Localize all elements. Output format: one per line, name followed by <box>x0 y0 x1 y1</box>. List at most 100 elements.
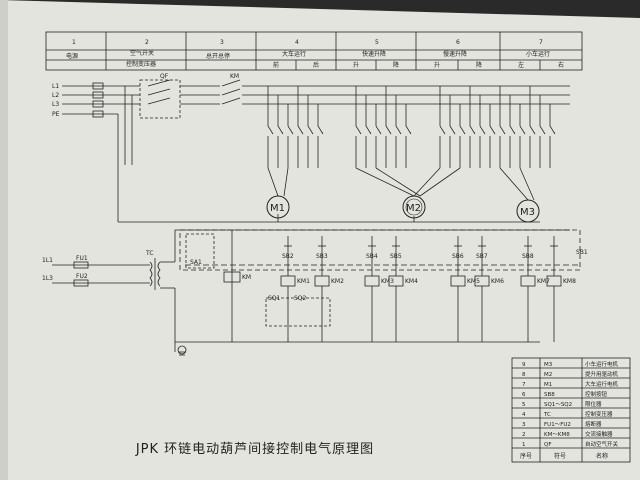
parts-row-code: M3 <box>544 362 553 368</box>
col-name-6: 慢速升降 <box>443 50 467 58</box>
phase-l3: L3 <box>52 101 59 108</box>
coil-km-label: KM <box>242 274 251 281</box>
parts-row-no: 6 <box>522 392 526 398</box>
col-name-1: 电源 <box>66 52 78 60</box>
phase-l2: L2 <box>52 92 59 99</box>
header-table <box>45 31 583 71</box>
motor-feed <box>355 167 415 197</box>
parts-row-no: 9 <box>522 362 526 368</box>
motor-m1-label: M1 <box>270 203 285 214</box>
col-sub-5b: 降 <box>393 61 399 69</box>
col-no-1: 1 <box>72 39 76 46</box>
contactor-contact <box>469 125 476 135</box>
drawing-title: JPK 环链电动葫芦间接控制电气原理图 <box>0 438 640 457</box>
contactor-contact <box>385 125 392 135</box>
contactor-contact <box>277 125 284 135</box>
button-label-sb5: SB5 <box>390 253 402 260</box>
parts-row-code: TC <box>543 412 551 418</box>
motor-m3-label: M3 <box>520 207 535 218</box>
bus-1l1: 1L1 <box>42 257 53 264</box>
contactor-contact <box>539 125 546 135</box>
motor-feed <box>283 167 289 197</box>
motor-m2: M2 <box>402 195 426 219</box>
coil-label-km2: KM2 <box>331 278 344 285</box>
col-no-4: 4 <box>295 39 299 46</box>
parts-header-code: 符号 <box>554 452 566 460</box>
motor-feed <box>499 167 529 201</box>
parts-row-name: 控制按钮 <box>585 390 608 398</box>
parts-row-name: 提升用驱动机 <box>585 370 619 378</box>
contactor-contact <box>459 125 466 135</box>
motor-feed <box>375 167 421 197</box>
parts-row-name: 自动空气开关 <box>585 440 619 448</box>
contactor-contact <box>549 125 556 135</box>
col-sub-7b: 右 <box>558 61 564 69</box>
phase-l1: L1 <box>52 83 59 90</box>
contactor-contact <box>405 125 412 135</box>
contactor-contact <box>439 125 446 135</box>
col-no-3: 3 <box>220 39 224 46</box>
coil-label-km3: KM3 <box>381 278 394 285</box>
coil-label-km5: KM5 <box>467 278 480 285</box>
coil-label-km1: KM1 <box>297 278 310 285</box>
motor-m3: M3 <box>516 199 540 223</box>
motor-m1: M1 <box>266 195 290 219</box>
parts-header-no: 序号 <box>520 452 532 460</box>
button-label-sb3: SB3 <box>316 253 328 260</box>
col-sub-6b: 降 <box>476 61 482 69</box>
col-sub-6a: 升 <box>434 61 440 69</box>
parts-row-name: 交流接触器 <box>585 430 613 438</box>
coil-label-km7: KM7 <box>537 278 550 285</box>
col-name-2: 空气开关 <box>130 49 154 57</box>
sa1-label: SA1 <box>190 259 202 266</box>
drawing-title-text: JPK 环链电动葫芦间接控制电气原理图 <box>135 442 375 457</box>
bus-1l3: 1L3 <box>42 275 53 282</box>
contactor-contact <box>297 125 304 135</box>
contactor-contact <box>479 125 486 135</box>
col-sub-7a: 左 <box>518 61 524 69</box>
transformer-label: TC <box>145 250 154 257</box>
main-contactor-label: KM <box>230 73 239 80</box>
parts-row-no: 8 <box>522 372 526 378</box>
col-name-3: 总开总停 <box>206 52 230 60</box>
parts-row-code: M1 <box>544 382 552 388</box>
control-circuit <box>52 229 581 356</box>
parts-row-code: SB8 <box>544 392 555 398</box>
parts-list-table <box>511 357 631 463</box>
contactor-contact <box>395 125 402 135</box>
button-label-sb6: SB6 <box>452 253 464 260</box>
contactor-contact <box>499 125 506 135</box>
motor-feed <box>419 167 461 197</box>
col-no-6: 6 <box>456 39 460 46</box>
motor-m2-label: M2 <box>406 203 421 214</box>
motor-branches <box>267 86 556 201</box>
parts-row-name: 大车运行电机 <box>585 380 619 388</box>
binder-edge <box>0 0 8 480</box>
parts-row-code: QF <box>544 442 552 448</box>
parts-row-no: 2 <box>522 432 526 438</box>
parts-row-code: FU1～FU2 <box>544 422 571 428</box>
contactor-contact <box>375 125 382 135</box>
col-name-5: 快速升降 <box>362 50 386 58</box>
sq2-label: SQ2 <box>294 295 307 302</box>
fuse-fu1: FU1 <box>76 255 88 262</box>
contactor-contact <box>489 125 496 135</box>
coil-label-km6: KM6 <box>491 278 504 285</box>
parts-row-no: 7 <box>522 382 526 388</box>
button-label-sb4: SB4 <box>366 253 378 260</box>
col-name-7: 小车运行 <box>526 50 550 58</box>
parts-row-code: KM～KM8 <box>544 432 570 438</box>
contactor-contact <box>449 125 456 135</box>
contactor-contact <box>267 125 274 135</box>
power-circuit <box>62 79 570 223</box>
sq1-label: SQ1 <box>268 295 281 302</box>
parts-row-no: 1 <box>522 442 526 448</box>
parts-row-no: 3 <box>522 422 526 428</box>
parts-row-no: 5 <box>522 402 526 408</box>
sb1-label: SB1 <box>576 249 588 256</box>
contactor-contact <box>307 125 314 135</box>
col-sub-4b: 后 <box>313 61 319 69</box>
col-name-4: 大车运行 <box>282 50 306 58</box>
